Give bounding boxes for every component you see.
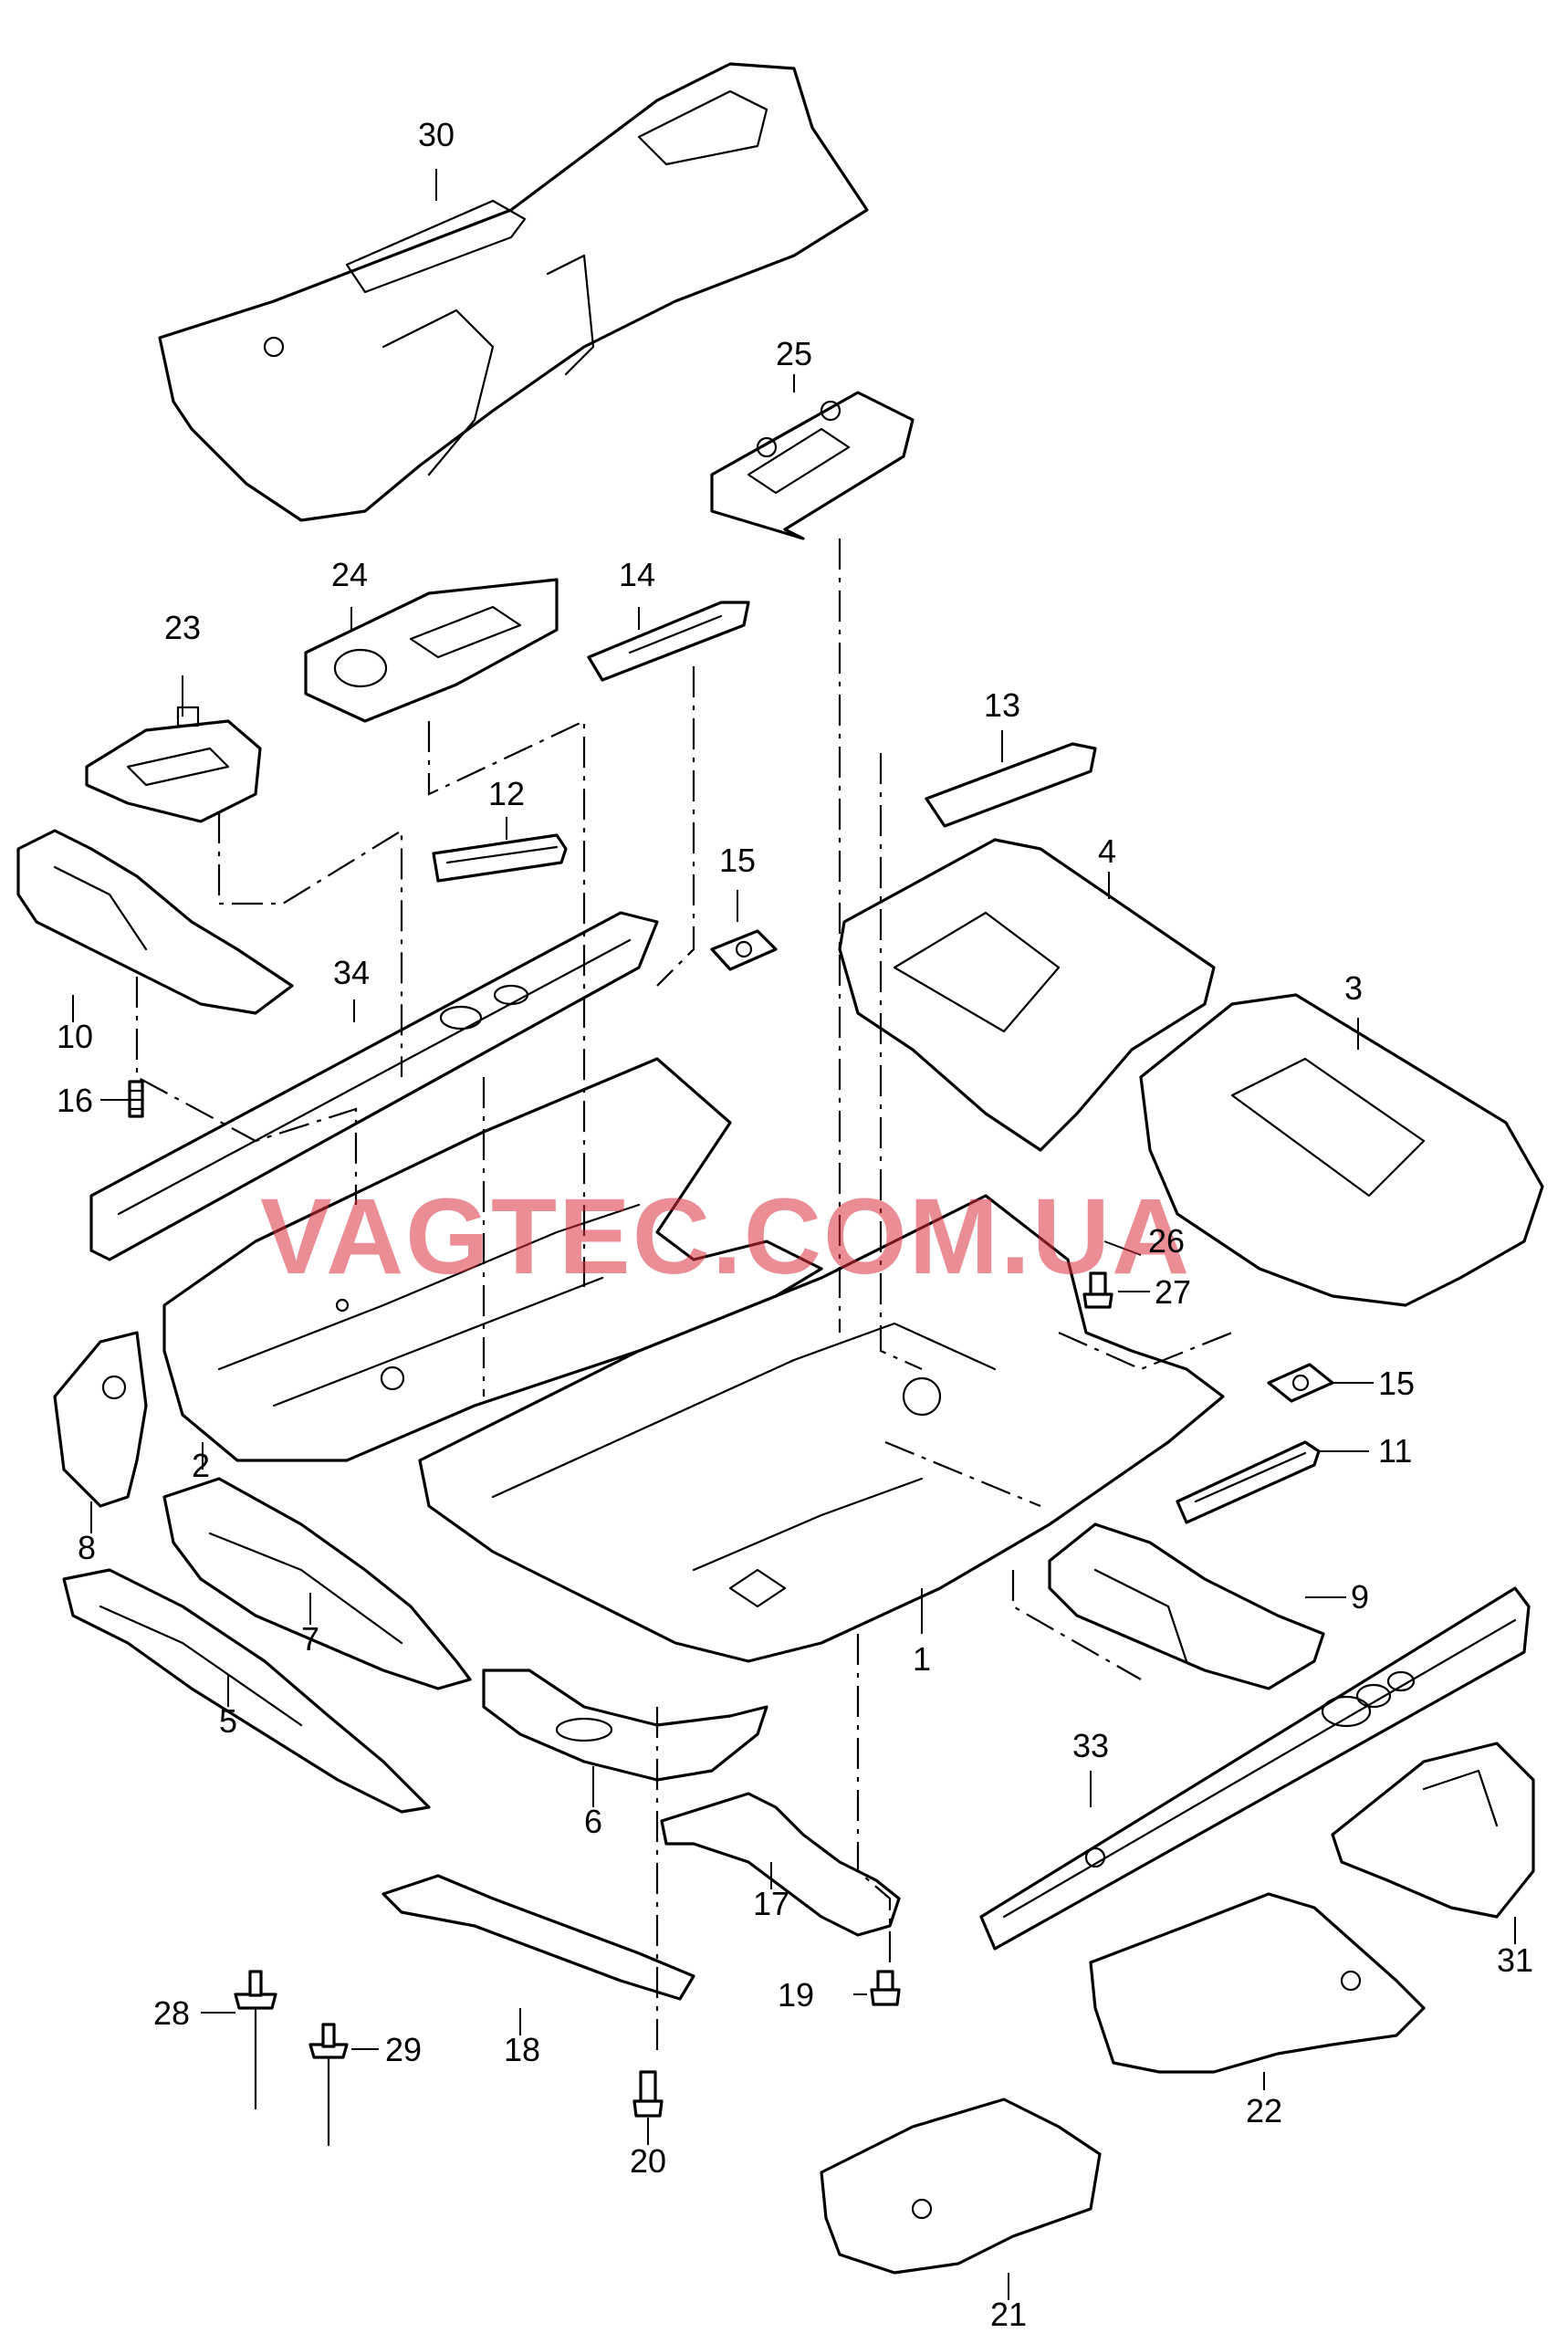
callout-28: 28 — [153, 1994, 190, 2032]
callout-31: 30 — [418, 116, 455, 153]
callout-21: 21 — [990, 2296, 1027, 2333]
callout-16: 16 — [57, 1082, 93, 1119]
callout-3: 3 — [1344, 969, 1363, 1007]
part-21-shape — [820, 2098, 1102, 2275]
callout-10: 10 — [57, 1018, 93, 1055]
part-8-shape — [53, 1331, 148, 1508]
part-14-shape — [587, 601, 750, 682]
fastener-16-shape — [128, 1080, 144, 1118]
watermark-text: VAGTEC.COM.UA — [260, 1177, 1191, 1297]
part-9-shape — [1048, 1522, 1325, 1690]
part-31-shape — [158, 62, 869, 522]
callout-34: 34 — [333, 954, 370, 991]
part-2-shape — [162, 1057, 823, 1462]
part-3-shape — [1139, 993, 1544, 1307]
part-25-shape — [710, 391, 915, 540]
part-34-shape — [89, 911, 659, 1261]
part-11-shape — [1176, 1440, 1321, 1524]
part-22-shape — [1089, 1892, 1426, 2074]
callout-19: 19 — [778, 1976, 814, 2014]
callout-5: 5 — [219, 1702, 237, 1740]
callout-6: 6 — [584, 1803, 602, 1840]
part-7-shape — [162, 1477, 472, 1690]
callout-27: 27 — [1155, 1273, 1191, 1311]
callout-18: 18 — [504, 2031, 540, 2068]
callout-15-upper: 15 — [719, 842, 756, 879]
callout-2: 2 — [192, 1447, 210, 1484]
part-1-shape — [418, 1194, 1225, 1663]
callout-30: 31 — [1497, 1941, 1533, 1979]
part-17-shape — [660, 1792, 901, 1937]
fastener-27-shape — [1082, 1271, 1113, 1309]
fastener-20-shape — [632, 2070, 664, 2118]
fastener-29-shape — [308, 2023, 349, 2147]
callout-12: 12 — [488, 775, 525, 812]
callout-22: 22 — [1246, 2092, 1282, 2129]
callout-9: 9 — [1351, 1578, 1369, 1616]
callout-23: 23 — [164, 609, 201, 646]
callout-labels: 30 25 24 14 13 23 12 15 4 3 34 10 16 26 … — [57, 116, 1533, 2333]
part-23-shape — [85, 706, 262, 823]
callout-13: 13 — [984, 686, 1020, 724]
part-18-shape — [382, 1874, 695, 2001]
part-24-shape — [304, 578, 559, 723]
assembly-lines — [135, 539, 1233, 2054]
part-6-shape — [482, 1669, 768, 1782]
callout-17: 17 — [753, 1885, 789, 1922]
fastener-28-shape — [234, 1970, 277, 2110]
callout-15-lower: 15 — [1378, 1365, 1415, 1402]
part-12-shape — [432, 833, 568, 883]
part-33-shape — [979, 1586, 1531, 1951]
part-15-shape — [710, 929, 1334, 1403]
callout-1: 1 — [913, 1640, 931, 1678]
callout-26: 26 — [1148, 1222, 1185, 1260]
callout-24: 24 — [331, 556, 368, 593]
part-10-shape — [16, 829, 294, 1015]
callout-11: 11 — [1378, 1432, 1412, 1470]
callout-33: 33 — [1072, 1727, 1109, 1764]
callout-8: 8 — [78, 1529, 96, 1566]
callout-20: 20 — [630, 2142, 666, 2180]
leader-lines — [72, 169, 1516, 2300]
fastener-19-shape — [870, 1970, 901, 2006]
part-5-shape — [62, 1568, 431, 1814]
callout-7: 7 — [301, 1620, 319, 1658]
part-4-shape — [838, 838, 1216, 1152]
callout-4: 4 — [1098, 832, 1116, 870]
callout-25: 25 — [776, 335, 812, 372]
part-30-shape — [1331, 1742, 1535, 1919]
callout-29: 29 — [385, 2031, 422, 2068]
part-13-shape — [925, 742, 1097, 828]
callout-14: 14 — [619, 556, 655, 593]
